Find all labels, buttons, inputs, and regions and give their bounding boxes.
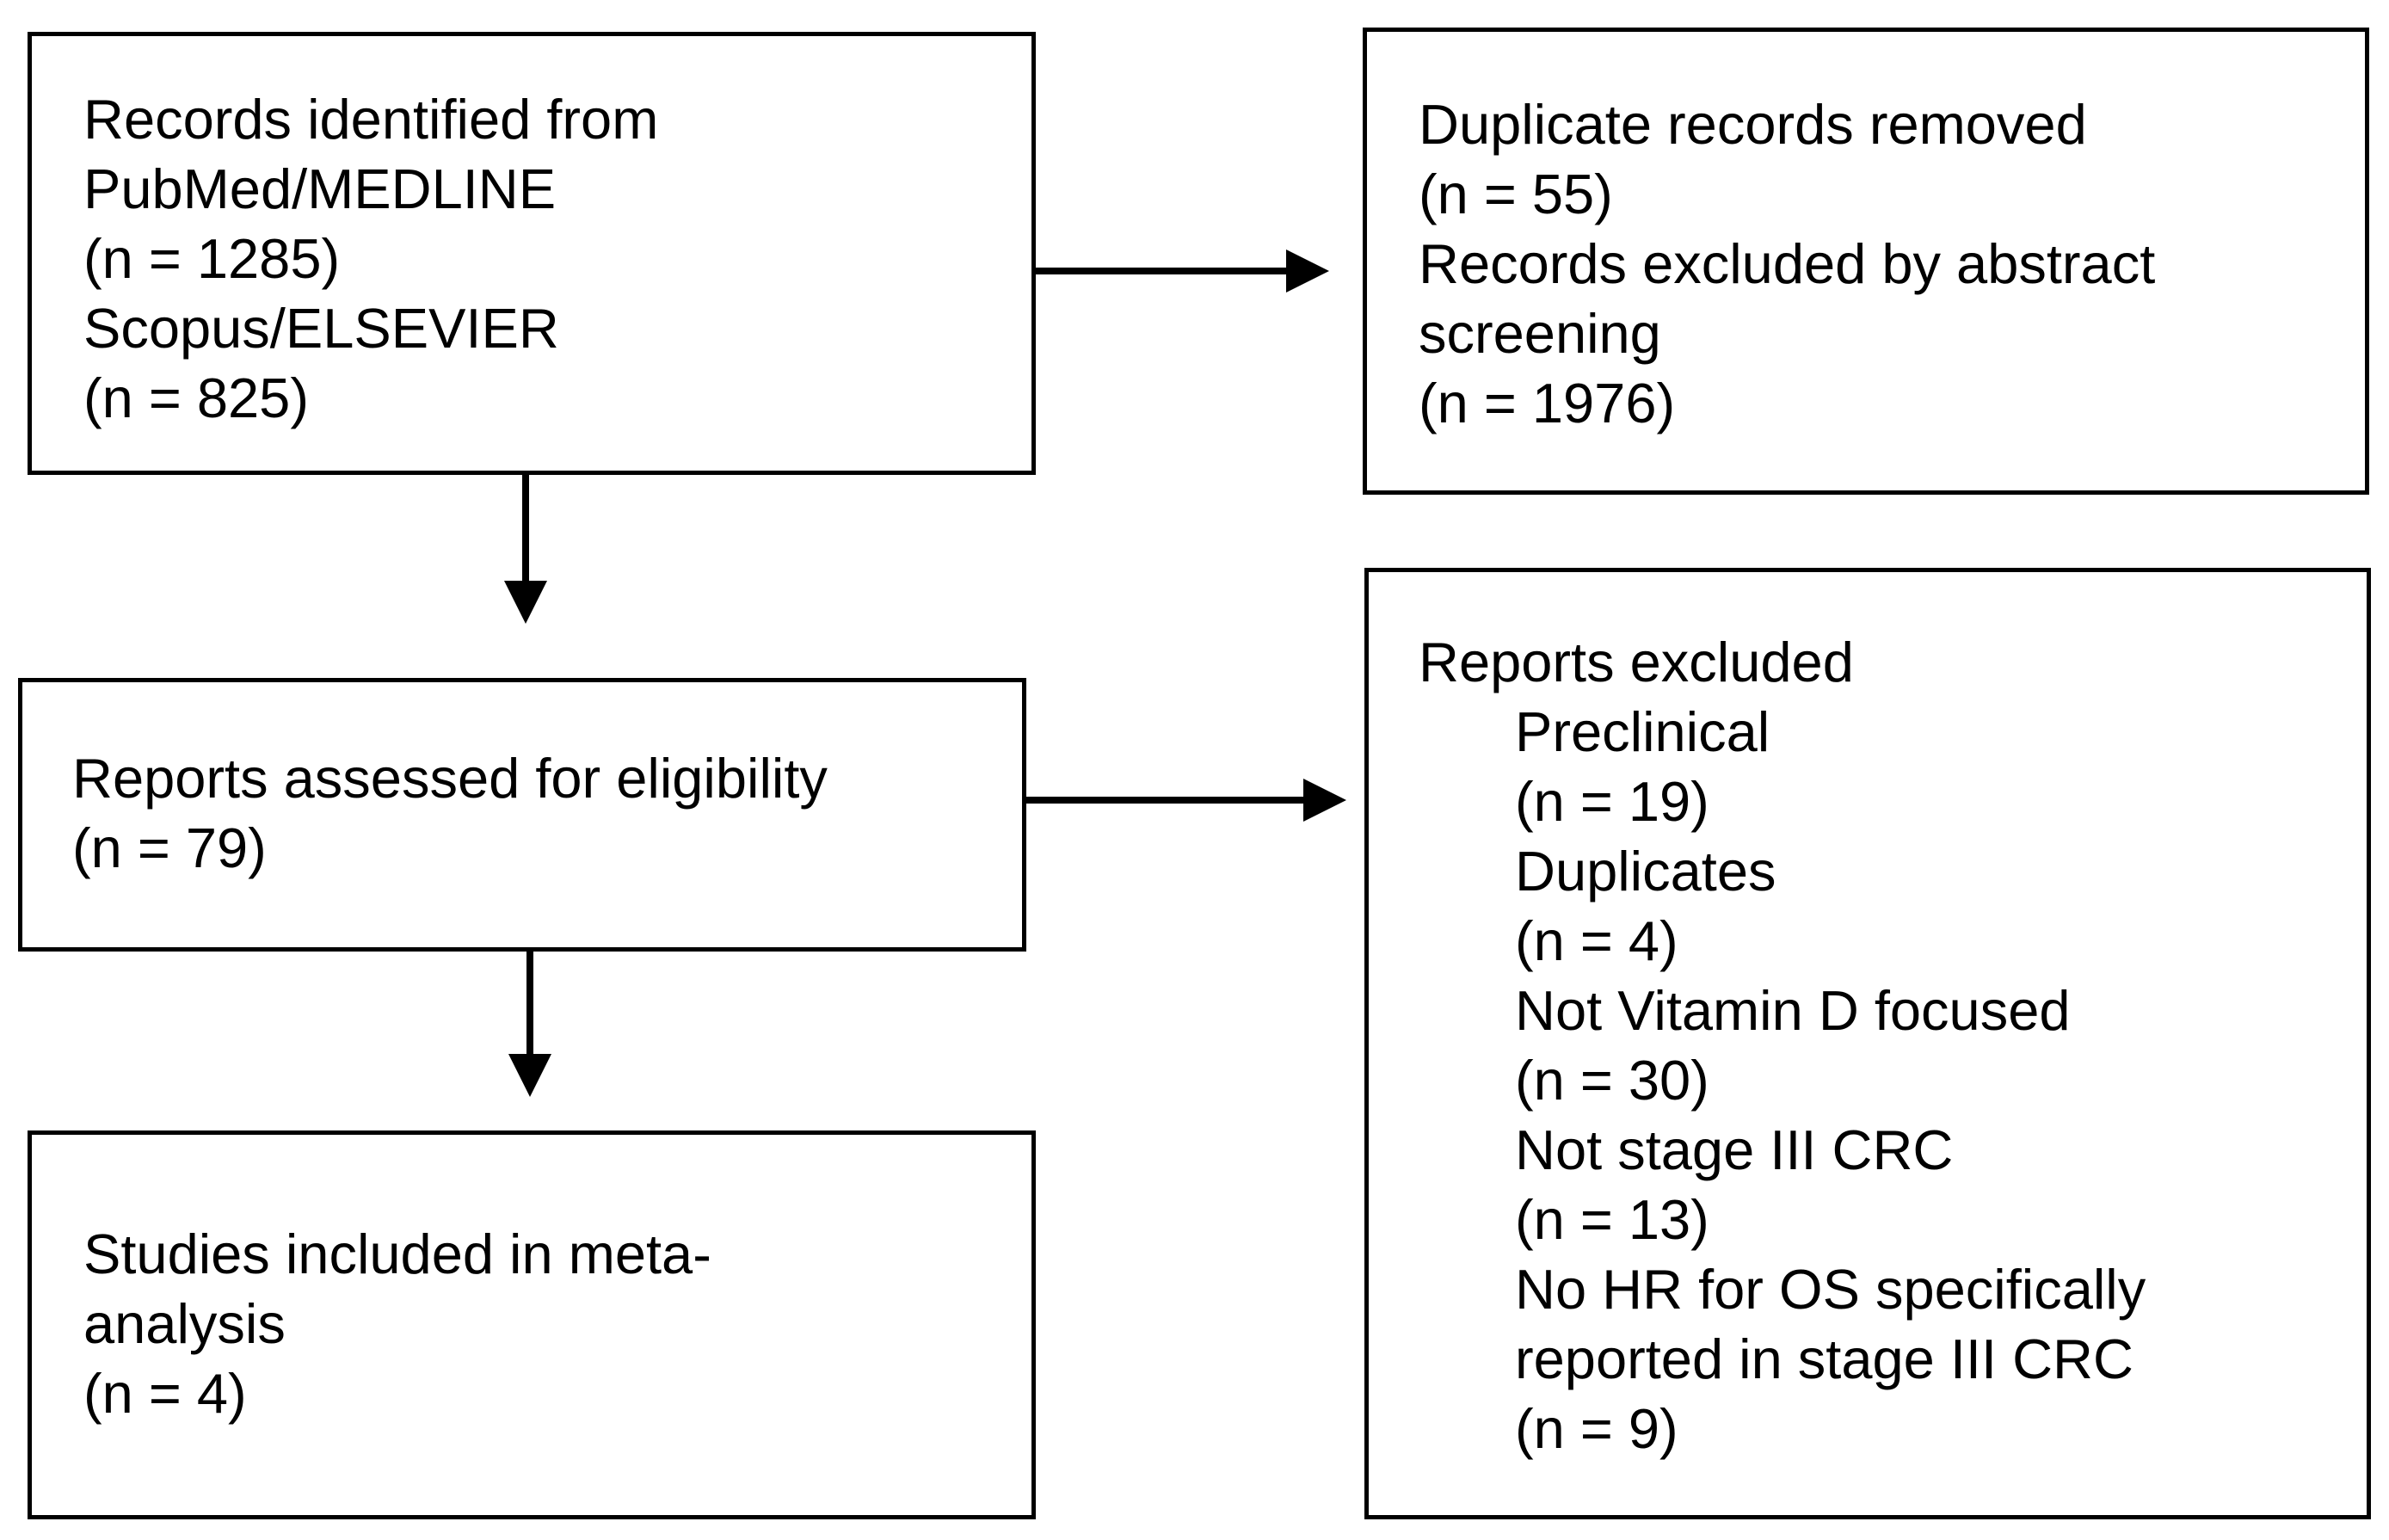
box-line: (n = 9) (1515, 1397, 1678, 1460)
reports-assessed-box: Reports assessed for eligibility (n = 79… (18, 678, 1026, 952)
records-identified-box: Records identified from PubMed/MEDLINE (… (28, 32, 1036, 475)
reports-excluded-box: Reports excluded Preclinical (n = 19) Du… (1364, 568, 2371, 1519)
reports-excluded-heading: Reports excluded (1419, 631, 1854, 693)
box-line: Not stage III CRC (1515, 1118, 1954, 1181)
box-line: Duplicate records removed (1419, 93, 2087, 156)
box-line: reported in stage III CRC (1515, 1327, 2133, 1390)
reports-assessed-text: Reports assessed for eligibility (n = 79… (72, 743, 828, 883)
reports-excluded-text: Reports excluded Preclinical (n = 19) Du… (1419, 627, 2146, 1463)
box-line: PubMed/MEDLINE (83, 157, 557, 220)
box-line: Records identified from (83, 88, 659, 151)
box-line: analysis (83, 1292, 286, 1355)
box-line: Records excluded by abstract (1419, 232, 2156, 295)
box-line: Studies included in meta- (83, 1223, 711, 1285)
box-line: (n = 4) (83, 1362, 247, 1425)
box-line: screening (1419, 302, 1661, 365)
box-line: (n = 55) (1419, 163, 1613, 225)
box-line: Duplicates (1515, 840, 1776, 902)
arrow-assessed-to-excluded (1023, 779, 1346, 822)
box-line: Not Vitamin D focused (1515, 979, 2071, 1042)
box-line: (n = 825) (83, 367, 309, 429)
box-line: (n = 13) (1515, 1188, 1709, 1251)
arrow-assessed-to-included (508, 949, 551, 1097)
box-line: (n = 4) (1515, 909, 1678, 972)
studies-included-text: Studies included in meta- analysis (n = … (83, 1219, 711, 1428)
records-removed-text: Duplicate records removed (n = 55) Recor… (1419, 89, 2155, 438)
box-line: No HR for OS specifically (1515, 1258, 2146, 1321)
box-line: Scopus/ELSEVIER (83, 297, 559, 360)
records-removed-box: Duplicate records removed (n = 55) Recor… (1363, 28, 2369, 495)
box-line: (n = 1285) (83, 227, 341, 290)
box-line: Preclinical (1515, 700, 1770, 763)
box-line: Reports assessed for eligibility (72, 747, 828, 810)
box-line: (n = 1976) (1419, 372, 1676, 434)
box-line: (n = 19) (1515, 770, 1709, 833)
box-line: (n = 30) (1515, 1049, 1709, 1112)
box-line: (n = 79) (72, 816, 267, 879)
arrow-identified-to-removed (1032, 249, 1329, 293)
arrow-identified-to-assessed (504, 471, 547, 624)
records-identified-text: Records identified from PubMed/MEDLINE (… (83, 84, 658, 433)
studies-included-box: Studies included in meta- analysis (n = … (28, 1130, 1036, 1519)
